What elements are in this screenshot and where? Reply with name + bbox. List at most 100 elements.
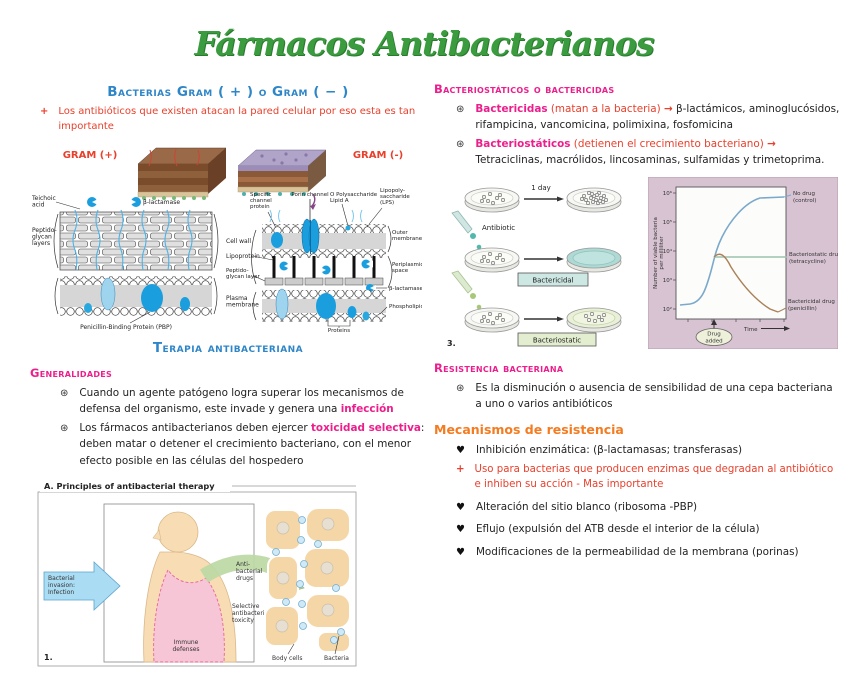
figure-number: 3.: [447, 339, 456, 348]
lipoprotein-label: Lipoprotein: [226, 253, 260, 260]
plus-marker: +: [456, 464, 465, 476]
note-text: Uso para bacterias que producen enzimas …: [474, 464, 834, 491]
svg-text:10⁵: 10⁵: [663, 219, 672, 226]
bacteriostatic-legend: Bacteriostatic drug(tetracycline): [789, 252, 838, 265]
porin-channel-label: Porin channel: [291, 192, 329, 198]
peptidoglycan-bricks: [59, 211, 213, 271]
beta-lactamase-label-2: β-lactamase: [389, 286, 422, 292]
gram-pos-plasma-membrane: [54, 276, 218, 316]
list-item: ⊛ Es la disminución o ausencia de sensib…: [456, 380, 840, 412]
x-axis-ticks: [687, 318, 785, 322]
teichoic-acid-strands: [72, 209, 193, 271]
list-item-text: Los fármacos antibacterianos deben ejerc…: [79, 422, 425, 467]
list-item: ⊛ Los fármacos antibacterianos deben eje…: [60, 420, 426, 468]
list-item: ♥ Eflujo (expulsión del ATB desde el int…: [456, 521, 840, 538]
no-drug-curve: [679, 195, 785, 306]
y-tick-labels: 10⁶ 10⁵ 10⁴ 10³ 10²: [663, 190, 673, 313]
body-cells-label: Body cells: [272, 655, 303, 662]
flower-bullet-icon: ⊛: [456, 104, 465, 115]
section-heading-resistencia: Resistencia bacteriana: [434, 360, 564, 375]
gram-note: + Los antibióticos que existen atacan la…: [40, 105, 426, 134]
phospholipid-label: Phospholipid: [389, 304, 422, 310]
list-item-text: Cuando un agente patógeno logra superar …: [79, 387, 404, 416]
bactericidal-legend: Bactericidal drug(penicillin): [788, 299, 835, 312]
body-cells-panel: Body cells Bacteria: [264, 506, 351, 662]
list-item: ⊛ Cuando un agente patógeno logra supera…: [60, 385, 426, 417]
heart-bullet-icon: ♥: [456, 546, 465, 558]
bacteriostatic-label: Bacteriostatic: [533, 336, 581, 344]
antibacterial-therapy-figure: A. Principles of antibacterial therapy I…: [37, 479, 357, 667]
list-item: ♥ Inhibición enzimática: (β-lactamasas; …: [456, 442, 840, 459]
antibiotic-dropper-icon: Antibiotic: [451, 210, 515, 249]
gram-pos-label: GRAM (+): [63, 150, 118, 161]
page-title: Fármacos Antibacterianos: [194, 24, 655, 63]
lps-label: Lipopoly-saccharide(LPS): [380, 188, 410, 206]
list-item-text: Modificaciones de la permeabilidad de la…: [475, 545, 799, 558]
list-item-text: Bactericidas (matan a la bacteria) → β-l…: [475, 103, 840, 132]
list-item: ⊛ Bacteriostáticos (detienen el crecimie…: [456, 136, 840, 168]
section-heading-gram: Bacterias Gram ( + ) o Gram ( − ): [107, 84, 349, 100]
bacteria-dots: [272, 515, 345, 644]
generalidades-list: ⊛ Cuando un agente patógeno logra supera…: [30, 385, 426, 469]
dish-row-no-drug: 1 day: [464, 184, 622, 212]
bacteriostatic-dropper-icon: [451, 270, 482, 309]
y-axis-ticks: [673, 192, 676, 309]
one-day-label: 1 day: [531, 184, 551, 192]
middle-labels: Cell wall Lipoprotein Peptido-glycan lay…: [226, 229, 274, 321]
cell-wall-label: Cell wall: [226, 238, 251, 245]
bactericidal-curve: [713, 253, 779, 313]
list-item: ♥ Modificaciones de la permeabilidad de …: [456, 544, 840, 561]
heart-bullet-icon: ♥: [456, 524, 465, 536]
gram-cell-wall-diagram: GRAM (+) GRAM (-): [31, 147, 424, 334]
x-axis-label: Time: [743, 327, 758, 333]
svg-text:10⁶: 10⁶: [663, 190, 673, 197]
svg-text:10⁴: 10⁴: [663, 248, 673, 255]
y-axis-label: Number of viable bacteriaper milliliter: [653, 217, 665, 289]
section-heading-terapia: Terapia antibacteriana: [152, 340, 304, 356]
beta-lactamase-pacman-icons: [87, 197, 141, 207]
gram-neg-3d-illustration: [237, 149, 327, 210]
gram-neg-label: GRAM (-): [353, 150, 403, 161]
heart-bullet-icon: ♥: [456, 444, 465, 456]
pbp-label: Penicillin-Binding Protein (PBP): [80, 324, 172, 331]
dish-row-bactericidal: Bactericidal: [464, 247, 622, 286]
proteins-label: Proteins: [328, 328, 350, 332]
section-heading-mecanismos: Mecanismos de resistencia: [434, 421, 624, 437]
growth-curve-chart: Number of viable bacteriaper milliliter …: [648, 176, 838, 349]
no-drug-legend: No drug(control): [793, 191, 816, 204]
dish-row-bacteriostatic: Bacteriostatic: [464, 307, 622, 346]
peptidoglycan-layer-label: Peptido-glycan layer: [226, 268, 260, 280]
gram-neg-plasma-membrane: [262, 288, 386, 322]
figure-title: A. Principles of antibacterial therapy: [44, 481, 215, 491]
bactericidal-label: Bactericidal: [532, 276, 573, 284]
list-item-text: Bacteriostáticos (detienen el crecimient…: [475, 138, 825, 167]
petri-dish-figure: 1 day Antibiotic: [447, 184, 622, 348]
bacteria-label: Bacteria: [324, 655, 349, 662]
beta-lactamase-label: β-lactamase: [143, 199, 180, 206]
plus-marker: +: [40, 106, 49, 117]
list-item-text: Inhibición enzimática: (β-lactamasas; tr…: [475, 443, 743, 456]
right-column: Bacteriostáticos o bactericidas ⊛ Bacter…: [434, 82, 840, 563]
list-item-text: Es la disminución o ausencia de sensibil…: [475, 381, 833, 410]
gram-pos-3d-illustration: [137, 147, 227, 200]
periplasmic-space-region: [264, 256, 384, 286]
mecanismos-note: + Uso para bacterias que producen enzima…: [456, 463, 840, 493]
list-item: ⊛ Bactericidas (matan a la bacteria) → β…: [456, 101, 840, 133]
flower-bullet-icon: ⊛: [60, 388, 69, 399]
list-item: ♥ Alteración del sitio blanco (ribosoma …: [456, 499, 840, 516]
